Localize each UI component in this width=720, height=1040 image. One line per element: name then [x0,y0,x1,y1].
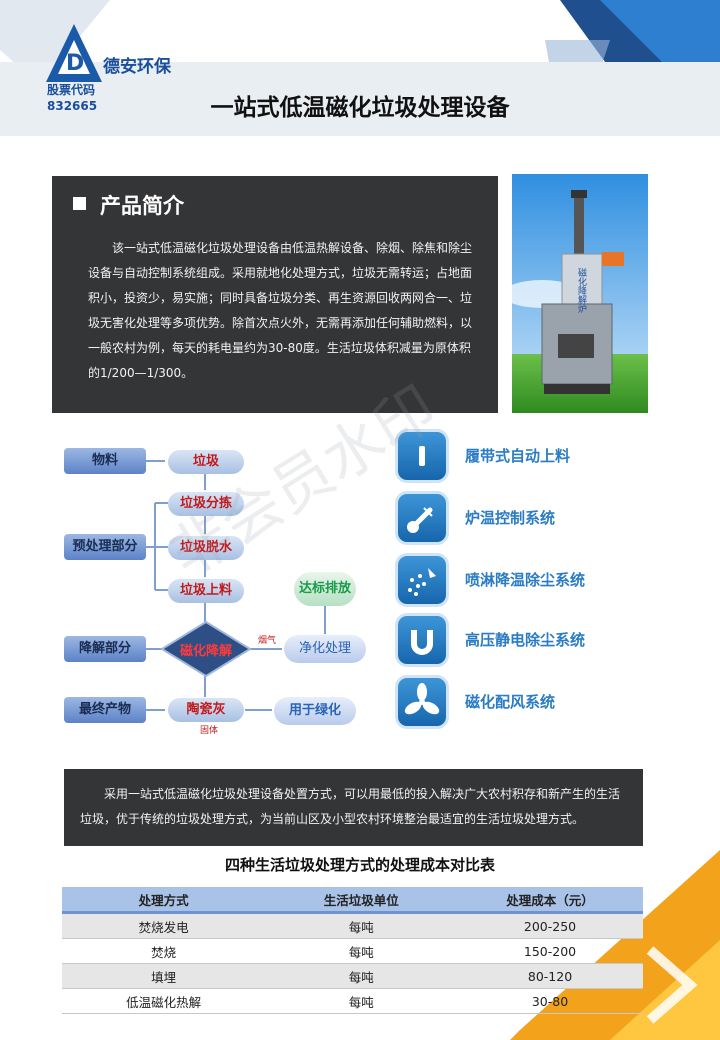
summary-box [64,769,643,846]
intro-box [52,176,498,413]
table-cell: 80-120 [457,963,643,989]
svg-text:D: D [66,51,84,76]
page-title: 一站式低温磁化垃圾处理设备 [210,95,510,121]
table-header-unit: 生活垃圾单位 [265,887,458,914]
table-row: 低温磁化热解 每吨 30-80 [62,988,643,1014]
system-label: 炉温控制系统 [465,509,556,527]
company-logo-icon: D [46,24,102,82]
table-cell: 每吨 [265,988,458,1014]
table-header-cost: 处理成本（元） [457,887,643,914]
system-label: 高压静电除尘系统 [465,631,586,649]
system-label: 磁化配风系统 [465,693,556,711]
product-photo [512,174,648,413]
photo-label: 磁化降解炉 [576,268,586,313]
brand-name: 德安环保 [103,57,171,77]
heading-square-icon [73,197,86,210]
table-cell: 每吨 [265,963,458,989]
table-cell: 每吨 [265,938,458,964]
system-item-1: 履带式自动上料 [398,432,698,482]
table-row: 焚烧 每吨 150-200 [62,938,643,964]
system-item-3: 喷淋降温除尘系统 [398,556,698,606]
table-row: 焚烧发电 每吨 200-250 [62,912,643,939]
system-item-5: 磁化配风系统 [398,678,698,728]
summary-text: 采用一站式低温磁化垃圾处理设备处置方式，可以用最低的投入解决广大农村积存和新产生… [80,787,621,826]
system-item-4: 高压静电除尘系统 [398,616,698,666]
table-cell: 30-80 [457,988,643,1014]
table-cell: 低温磁化热解 [62,988,266,1014]
table-row: 填埋 每吨 80-120 [62,963,643,989]
table-cell: 焚烧发电 [62,912,266,939]
table-title: 四种生活垃圾处理方式的处理成本对比表 [224,856,495,874]
table-header-row: 处理方式 生活垃圾单位 处理成本（元） [62,887,643,914]
table-cell: 200-250 [457,912,643,939]
stock-info: 股票代码 832665 [47,82,97,114]
header-band [0,62,720,136]
stock-code: 832665 [47,99,98,113]
system-label: 喷淋降温除尘系统 [465,571,586,589]
stock-label: 股票代码 [47,83,96,97]
magnet-icon [398,616,446,664]
sprinkler-icon [398,556,446,604]
table-cell: 150-200 [457,938,643,964]
table-cell: 每吨 [265,912,458,939]
intro-heading: 产品简介 [100,194,184,218]
thermometer-icon [398,494,446,542]
table-header-method: 处理方式 [62,887,266,914]
system-item-2: 炉温控制系统 [398,494,698,544]
cost-comparison-table: 处理方式 生活垃圾单位 处理成本（元） 焚烧发电 每吨 200-250 焚烧 每… [62,887,643,1014]
fan-icon [398,678,446,726]
intro-text: 该一站式低温磁化垃圾处理设备由低温热解设备、除烟、除焦和除尘设备与自动控制系统组… [88,241,473,380]
system-label: 履带式自动上料 [465,447,571,465]
table-cell: 填埋 [62,963,266,989]
conveyor-icon [398,432,446,480]
table-cell: 焚烧 [62,938,266,964]
